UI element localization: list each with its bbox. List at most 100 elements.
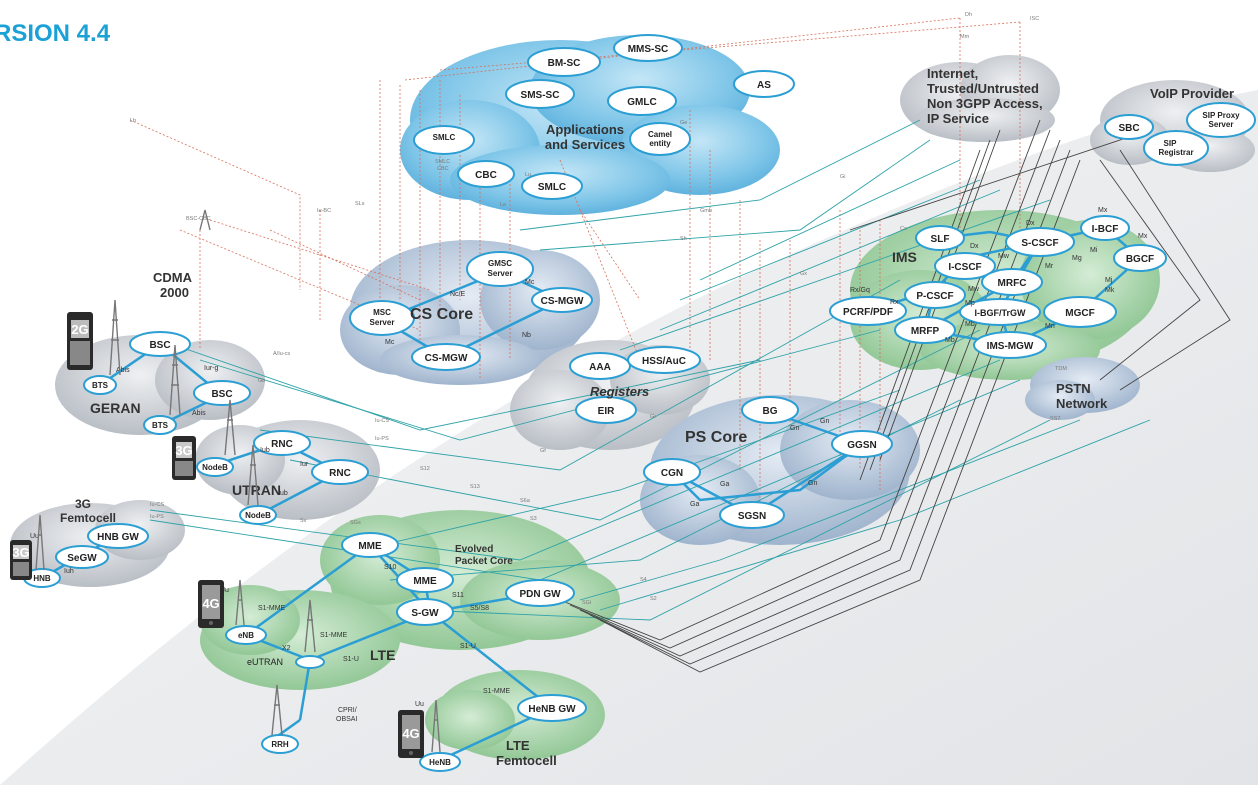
cloud-titles: Applications and Services Internet, Trus… [60,66,1234,768]
label-s13: S13 [470,484,480,490]
iface-s11: S11 [452,592,464,599]
node-as: AS [757,80,771,91]
version-title: RSION 4.4 [0,20,111,47]
iface-gn-2: Gn [820,418,829,425]
lte-cloud [200,585,400,690]
label-mm: Mm [960,34,970,40]
cs-core-title: CS Core [410,306,473,323]
iface-mj: Mj [1105,277,1113,284]
voip-cloud [1090,80,1255,172]
iface-ga-1: Ga [720,481,729,488]
node-bg: BG [763,406,778,417]
label-smlc-cbc-line1: SMLC [435,159,450,165]
tower-icon [235,579,245,626]
apps-title-line2: and Services [545,137,625,152]
label-gf: Gf [540,448,546,454]
node-sms-sc: SMS-SC [521,90,560,101]
iface-mp: Mp [965,300,975,307]
iface-s1-u-2: S1-U [460,643,476,650]
node-cbc: CBC [475,170,497,181]
femto3g-title-line2: Femtocell [60,511,116,525]
tower-icon [224,399,236,456]
node-bm-sc: BM-SC [548,58,581,69]
iface-rx: Rx [890,299,899,306]
node-eutran: eUTRAN [247,657,283,667]
label-s12: S12 [420,466,430,472]
iface-mg: Mg [1072,255,1082,262]
tower-icon [169,344,181,416]
interface-labels: Abis Abis Iur-g Iub Iur Iub Uu Iuh Uu S1… [30,207,1148,723]
node-s-gw: S-GW [411,608,439,619]
black-backbone [559,119,1231,673]
label-gr: Gr [650,414,656,420]
lte-title: LTE [370,647,395,663]
iface-mb-1: Mb [965,321,975,328]
device-phone-2g: 2G [67,312,93,370]
node-i-bgf: I-BGF/TrGW [975,308,1026,318]
iface-gn-1: Gn [790,425,799,432]
label-lb: Lb [130,118,136,124]
tower-icon [431,699,441,753]
iface-s10: S10 [384,564,397,571]
apps-title-line1: Applications [546,122,624,137]
lte-femto-title-line1: LTE [506,738,530,753]
label-sv: Sv [300,518,307,524]
label-isc: ISC [1030,16,1039,22]
node-hss: HSS/AuC [642,356,686,367]
node-msc-line1: MSC [373,308,391,317]
iface-mc-1: Mc [525,279,535,286]
device-phone-4g-lte: 4G [198,580,224,628]
tower-icon [35,514,45,571]
iface-iub-1: Iub [260,447,270,454]
iface-nb: Nb [522,332,531,339]
iface-dx-2: Dx [1026,220,1035,227]
node-i-cscf: I-CSCF [948,262,981,273]
label-sgs: SGs [350,520,361,526]
node-cgn: CGN [661,468,683,479]
iface-gn-3: Gn [808,480,817,487]
label-gb: Gb [258,378,265,384]
iface-dx-1: Dx [970,243,979,250]
cdma-title-line2: 2000 [160,285,189,300]
epc-title-line2: Packet Core [455,556,513,567]
node-pdn-gw: PDN GW [519,589,561,600]
antenna-towers [35,209,441,753]
tower-icon [199,209,211,231]
label-cx: Cx [900,226,907,232]
iface-uu-1: Uu [30,533,39,540]
node-bgcf: BGCF [1126,254,1154,265]
label-gx: Gx [800,271,807,277]
badge-2g: 2G [71,322,88,337]
iface-x2: X2 [282,645,291,652]
label-s3: S3 [530,516,537,522]
iface-s1-mme-1: S1-MME [258,605,286,612]
node-hnb-gw: HNB GW [97,532,139,543]
badge-3g-femto: 3G [12,545,29,560]
node-bsc-2: BSC [211,389,232,400]
iface-mb-2: Mb [945,337,955,344]
label-iu-cs: Iu-CS [375,418,389,424]
node-enb: eNB [238,631,254,640]
node-henb-gw: HeNB GW [528,704,576,715]
node-ellipses [23,34,1256,772]
iface-cpri-line1: CPRI/ [338,707,357,714]
iface-s1-mme-3: S1-MME [483,688,511,695]
node-rnc-1: RNC [271,439,293,450]
node-msc-line2: Server [370,318,395,327]
node-ims-mgw: IMS-MGW [987,341,1034,352]
node-pcrf: PCRF/PDF [843,307,893,318]
iface-s1-mme-2: S1-MME [320,632,348,639]
internet-title-line4: IP Service [927,111,989,126]
iface-iur: Iur [300,461,309,468]
pstn-cloud [1025,357,1140,420]
label-iu-ps: Iu-PS [375,436,389,442]
internet-title-line3: Non 3GPP Access, [927,96,1043,111]
node-nodeb-2: NodeB [245,511,271,520]
node-camel-line1: Camel [648,130,672,139]
label-smlc-cbc-line2: CBC [437,166,449,172]
iface-uu-3: Uu [415,701,424,708]
label-sgi: SGi [582,600,591,606]
label-gi: Gi [840,174,846,180]
